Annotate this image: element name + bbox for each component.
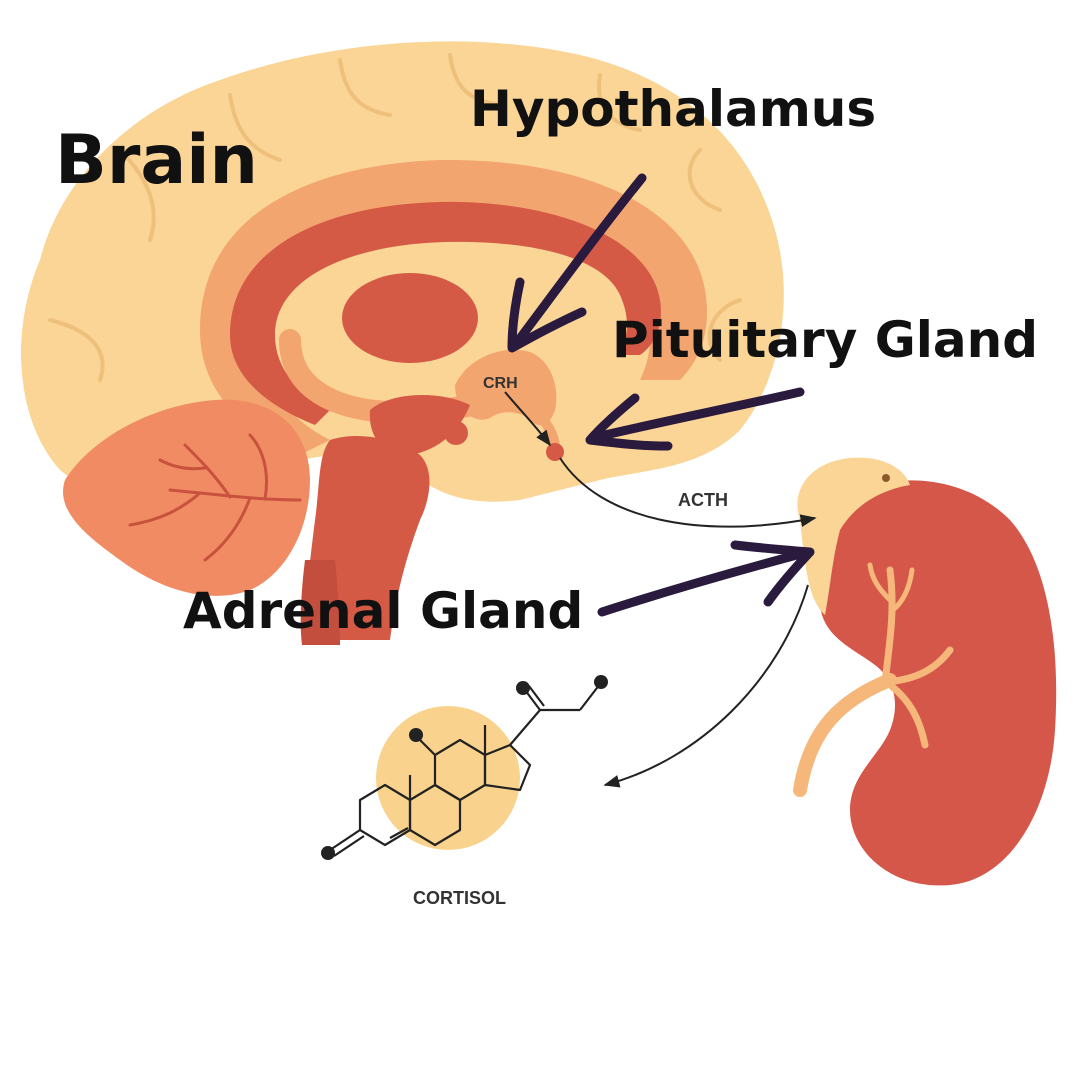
flow-arrows [504, 391, 817, 788]
cerebellum-arbor [128, 433, 302, 562]
brain-outer [21, 41, 784, 502]
cortisol-arrow [603, 584, 809, 788]
adrenal-dot [882, 474, 890, 482]
adrenal-label: Adrenal Gland [183, 582, 583, 640]
renal-vessels [793, 562, 954, 797]
hypothalamus-pointer [510, 173, 647, 350]
hypothalamus-label: Hypothalamus [470, 80, 876, 138]
acth-arrow [559, 457, 817, 528]
acth-label: ACTH [678, 490, 728, 510]
cortisol-label: CORTISOL [413, 888, 506, 908]
brain-label: Brain [55, 121, 258, 200]
spinal-cord [300, 560, 340, 645]
hypothalamus-pointer-head [507, 277, 587, 353]
cortisol-circle [376, 706, 520, 850]
pointer-arrows [507, 173, 815, 617]
hypothalamus-region [455, 349, 557, 426]
kidney-body [812, 480, 1057, 886]
pituitary-label: Pituitary Gland [612, 311, 1038, 369]
brain-gyri [48, 53, 742, 382]
adrenal-pointer-head [730, 540, 815, 607]
pituitary-pointer [587, 387, 805, 443]
crh-label: CRH [483, 375, 518, 392]
brain-illustration [21, 41, 784, 645]
cortisol-atoms [321, 675, 608, 860]
adrenal-gland-shape [797, 457, 910, 615]
crh-arrow [504, 391, 551, 447]
cerebellum [63, 399, 310, 596]
thalamus [342, 273, 478, 363]
corpus-callosum [230, 201, 661, 425]
kidney-illustration [793, 457, 1057, 886]
adrenal-pointer [597, 547, 813, 617]
pituitary-pointer-head [585, 393, 673, 451]
cortisol-molecule [321, 675, 608, 860]
pituitary-dot [546, 443, 564, 461]
midbrain [369, 394, 470, 455]
